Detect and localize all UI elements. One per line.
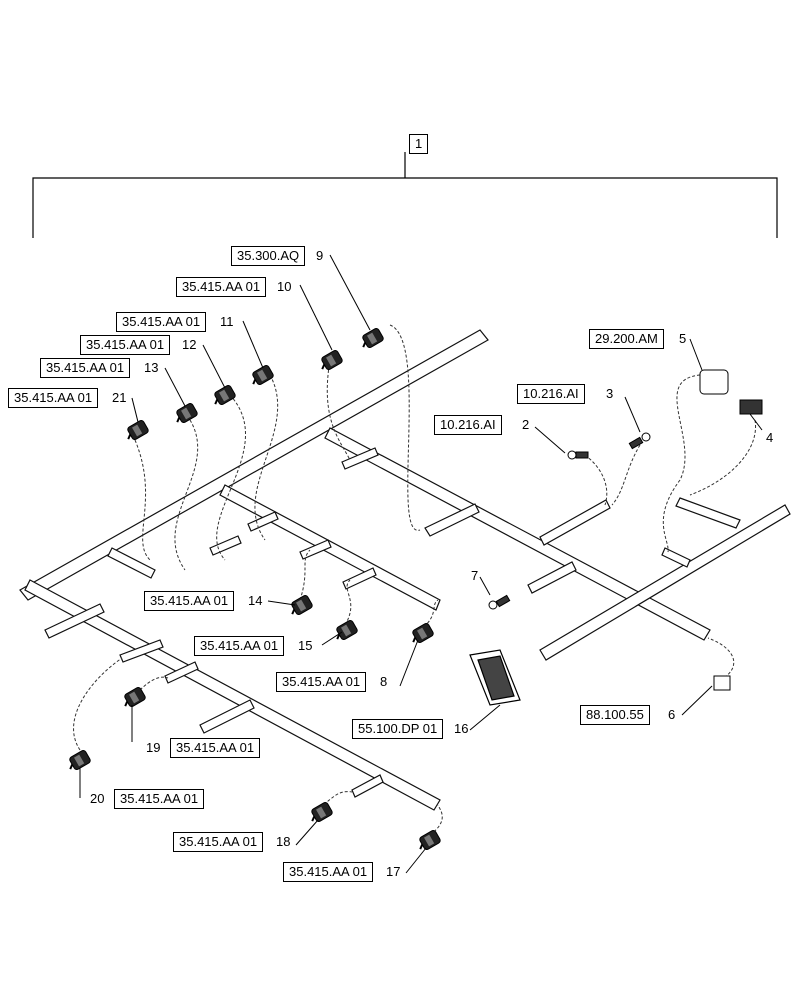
item-number-11: 11 [220, 314, 234, 329]
connector-21 [122, 418, 151, 444]
connector-11 [247, 363, 276, 389]
item-number-6: 6 [668, 707, 676, 722]
connector-15 [331, 618, 360, 644]
connector-18 [306, 800, 335, 826]
terminal-7 [488, 594, 511, 610]
ref-box-16[interactable]: 55.100.DP 01 [352, 719, 444, 739]
ref-box-3[interactable]: 10.216.AI [517, 384, 585, 404]
item-number-3: 3 [606, 386, 614, 401]
harness-tubes [19, 329, 791, 811]
item-number-15: 15 [298, 638, 313, 653]
ref-box-8[interactable]: 35.415.AA 01 [276, 672, 367, 692]
item-number-12: 12 [182, 337, 197, 352]
ref-box-15[interactable]: 35.415.AA 01 [194, 636, 285, 656]
item-number-18: 18 [276, 834, 291, 849]
item-number-21: 21 [112, 390, 127, 405]
ref-box-2[interactable]: 10.216.AI [434, 415, 502, 435]
item-number-14: 14 [248, 593, 263, 608]
item-number-4: 4 [766, 430, 774, 445]
item-number-10: 10 [277, 279, 292, 294]
connector-13 [171, 401, 200, 427]
ref-box-11[interactable]: 35.415.AA 01 [116, 312, 207, 332]
ref-box-9[interactable]: 35.300.AQ [231, 246, 306, 266]
ref-box-19[interactable]: 35.415.AA 01 [170, 738, 261, 758]
connector-12 [209, 383, 238, 409]
item-number-13: 13 [144, 360, 159, 375]
connectors [64, 326, 763, 854]
wires [73, 324, 757, 836]
connector-4 [739, 399, 763, 415]
ref-box-5[interactable]: 29.200.AM [589, 329, 664, 349]
terminal-2 [567, 450, 589, 460]
item-number-20: 20 [90, 791, 105, 806]
item-number-9: 9 [316, 248, 324, 263]
item-number-17: 17 [386, 864, 401, 879]
lamp-16 [469, 649, 521, 706]
ref-box-14[interactable]: 35.415.AA 01 [144, 591, 235, 611]
assembly-bracket [32, 152, 778, 238]
item-number-7: 7 [471, 568, 479, 583]
connector-8 [407, 621, 436, 647]
item-number-5: 5 [679, 331, 687, 346]
connector-6 [713, 675, 731, 691]
connector-10 [316, 348, 345, 374]
item-number-16: 16 [454, 721, 469, 736]
ref-box-13[interactable]: 35.415.AA 01 [40, 358, 131, 378]
ref-box-12[interactable]: 35.415.AA 01 [80, 335, 171, 355]
assembly-callout[interactable]: 1 [409, 134, 429, 154]
item-number-8: 8 [380, 674, 388, 689]
connector-14 [286, 593, 315, 619]
leader-lines [79, 254, 763, 874]
ref-box-18[interactable]: 35.415.AA 01 [173, 832, 264, 852]
item-number-19: 19 [146, 740, 161, 755]
connector-17 [414, 828, 443, 854]
ref-box-10[interactable]: 35.415.AA 01 [176, 277, 267, 297]
connector-19 [119, 685, 148, 711]
ref-box-6[interactable]: 88.100.55 [580, 705, 650, 725]
ref-box-17[interactable]: 35.415.AA 01 [283, 862, 374, 882]
connector-20 [64, 748, 93, 774]
item-number-2: 2 [522, 417, 530, 432]
ref-box-20[interactable]: 35.415.AA 01 [114, 789, 205, 809]
ref-box-21[interactable]: 35.415.AA 01 [8, 388, 99, 408]
connector-5 [699, 369, 729, 395]
terminal-3 [628, 432, 651, 450]
connector-9 [357, 326, 386, 352]
